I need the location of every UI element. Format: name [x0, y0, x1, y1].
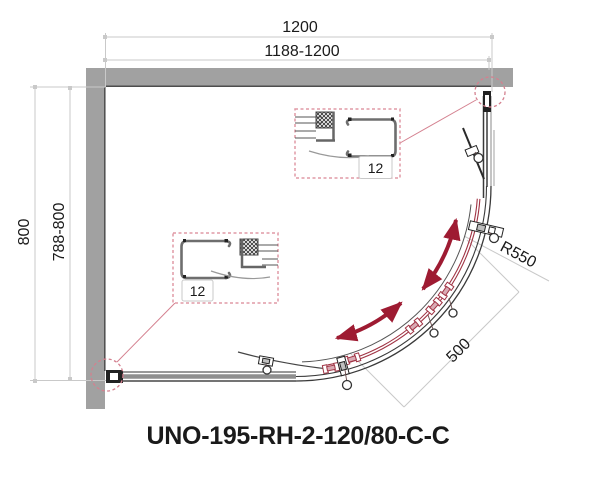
- dim-depth-nominal-label: 800: [16, 219, 33, 246]
- dimension-width-range: 1188-1200: [103, 43, 491, 62]
- detail-box-top-profile: 12: [294, 108, 401, 179]
- dimension-depth-range: 788-800: [51, 86, 72, 381]
- wall-profile-bottom: [106, 370, 123, 383]
- callout-leader-bottom: [116, 302, 176, 363]
- dimension-width-nominal: 1200: [103, 19, 494, 39]
- wall-profile-top: [483, 91, 491, 112]
- callout-leader-top: [399, 99, 477, 144]
- dim-width-nominal-label: 1200: [282, 19, 318, 36]
- radius-label: R550: [497, 239, 539, 272]
- callout-circle-top: [474, 76, 506, 108]
- entry-width-label: 500: [443, 335, 474, 366]
- dimension-depth-nominal: 800: [16, 85, 37, 383]
- detail-bottom-label: 12: [190, 283, 206, 299]
- detail-top-label: 12: [368, 160, 384, 176]
- door-motion-arrow-upper: [421, 217, 461, 291]
- dim-width-range-label: 1188-1200: [264, 43, 339, 60]
- top-wall: [86, 68, 513, 87]
- door-motion-arrow-lower: [334, 301, 403, 342]
- left-wall: [86, 68, 105, 409]
- product-title: UNO-195-RH-2-120/80-C-C: [147, 422, 450, 450]
- callout-circle-bottom: [90, 358, 124, 392]
- detail-box-bottom-profile: 12: [172, 232, 279, 304]
- dim-depth-range-label: 788-800: [51, 203, 68, 262]
